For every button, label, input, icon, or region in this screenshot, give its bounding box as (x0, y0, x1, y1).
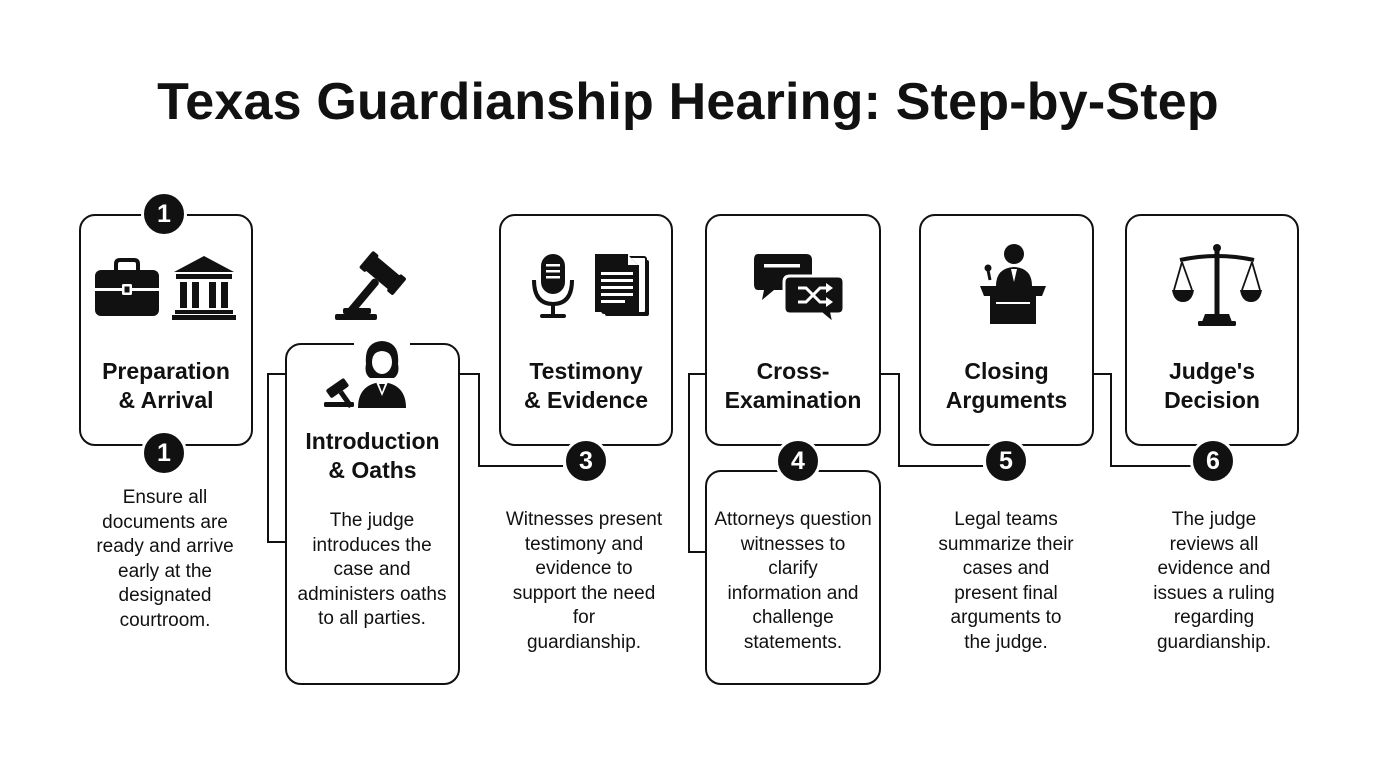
step-3-description: Witnesses present testimony and evidence… (494, 508, 674, 656)
step-5-title-line: Closing (964, 358, 1049, 384)
step-5-description-line: present final (954, 582, 1058, 604)
step-6-title: Judge's Decision (1127, 357, 1297, 415)
connector-1-2 (267, 373, 287, 543)
step-3-title-line: Testimony (529, 358, 643, 384)
gavel-icon (335, 251, 406, 320)
step-3-description-line: testimony and (524, 533, 644, 555)
step-1-title-line: & Arrival (118, 387, 214, 413)
step-4-card: Cross- Examination (705, 214, 881, 446)
step-3-title-line: & Evidence (524, 387, 648, 413)
step-4-title-line: Examination (724, 387, 862, 413)
step-2-description-line: administers oaths (297, 583, 447, 605)
connector-5-6 (1092, 373, 1112, 467)
step-5-description-line: Legal teams (954, 509, 1058, 530)
connector-5-6-b (1110, 465, 1192, 468)
step-2-description-line: case and (333, 559, 411, 581)
courthouse-icon (172, 256, 236, 320)
step-2-description: The judge introduces the case and admini… (287, 509, 457, 632)
step-1-description-line: courtroom. (119, 609, 211, 631)
podium-speaker-icon (980, 244, 1046, 324)
step-1-description-line: early at the (118, 560, 212, 582)
step-6-description-line: evidence and (1157, 558, 1271, 580)
step-2-description-line: introduces the (312, 534, 432, 556)
step-4-title-line: Cross- (756, 358, 830, 384)
step-4-description-card: Attorneys question witnesses to clarify … (705, 470, 881, 685)
step-1-description-line: documents are (102, 511, 228, 533)
connector-4-5-b (898, 465, 983, 468)
step-1-card: Preparation & Arrival (79, 214, 253, 446)
step-5-title: Closing Arguments (921, 357, 1092, 415)
step-3-badge: 3 (563, 438, 609, 484)
step-6-description-line: reviews all (1169, 533, 1259, 555)
briefcase-icon (95, 258, 159, 316)
step-1-title: Preparation & Arrival (81, 357, 251, 415)
step-1-description-line: designated (118, 585, 212, 607)
scales-of-justice-icon (1172, 244, 1262, 326)
microphone-icon (532, 254, 574, 318)
step-6-title-line: Judge's (1169, 358, 1255, 384)
step-4-description-line: challenge (752, 607, 834, 629)
step-5-description-line: summarize their (938, 533, 1074, 555)
step-3-description-line: Witnesses present (505, 509, 663, 530)
step-1-badge: 1 (141, 430, 187, 476)
step-6-badge: 6 (1190, 438, 1236, 484)
step-4-title: Cross- Examination (707, 357, 879, 415)
step-4-description-line: witnesses to (740, 533, 846, 555)
step-6-title-line: Decision (1164, 387, 1260, 413)
step-5-title-line: Arguments (945, 387, 1068, 413)
step-3-description-line: for (572, 607, 596, 629)
step-6-description-line: guardianship. (1156, 631, 1272, 653)
step-4-badge: 4 (775, 438, 821, 484)
step-4-description-line: statements. (743, 631, 843, 653)
judge-icon (324, 341, 410, 409)
step-5-description-line: the judge. (964, 631, 1048, 653)
step-4-description-line: information and (727, 582, 859, 604)
documents-icon (595, 254, 649, 316)
step-4-description-line: Attorneys question (714, 509, 872, 530)
step-3-description-line: guardianship. (526, 631, 642, 653)
step-3-card: Testimony & Evidence (499, 214, 673, 446)
step-5-description-line: cases and (962, 558, 1050, 580)
exchange-chat-icon (754, 254, 844, 326)
step-1-title-line: Preparation (102, 358, 230, 384)
step-4-description-line: clarify (768, 558, 818, 580)
step-1-description-line: ready and arrive (96, 536, 234, 558)
step-3-title: Testimony & Evidence (501, 357, 671, 415)
page-title: Texas Guardianship Hearing: Step-by-Step (157, 73, 1219, 131)
step-1-description-line: Ensure all (122, 487, 208, 508)
step-3-description-line: evidence to (535, 558, 633, 580)
step-5-description-line: arguments to (950, 607, 1062, 629)
connector-2-3 (458, 373, 480, 467)
step-5-badge: 5 (983, 438, 1029, 484)
step-2-title: Introduction & Oaths (287, 427, 458, 485)
step-1-description: Ensure all documents are ready and arriv… (76, 486, 254, 634)
step-2-description-line: The judge (329, 510, 415, 531)
step-6-description-line: issues a ruling (1153, 582, 1275, 604)
step-4-description: Attorneys question witnesses to clarify … (707, 508, 879, 656)
step-6-description-line: regarding (1173, 607, 1255, 629)
step-5-description: Legal teams summarize their cases and pr… (916, 508, 1096, 656)
step-6-description: The judge reviews all evidence and issue… (1124, 508, 1304, 656)
step-2-title-line: & Oaths (328, 457, 417, 483)
step-3-description-line: support the need (512, 582, 656, 604)
connector-3-4 (688, 373, 708, 553)
step-6-description-line: The judge (1171, 509, 1257, 530)
step-2-description-line: to all parties. (318, 608, 426, 630)
connector-4-5 (880, 373, 900, 467)
connector-2-3-b (478, 465, 563, 468)
step-2-title-line: Introduction (305, 428, 440, 454)
step-1-top-badge: 1 (141, 191, 187, 237)
